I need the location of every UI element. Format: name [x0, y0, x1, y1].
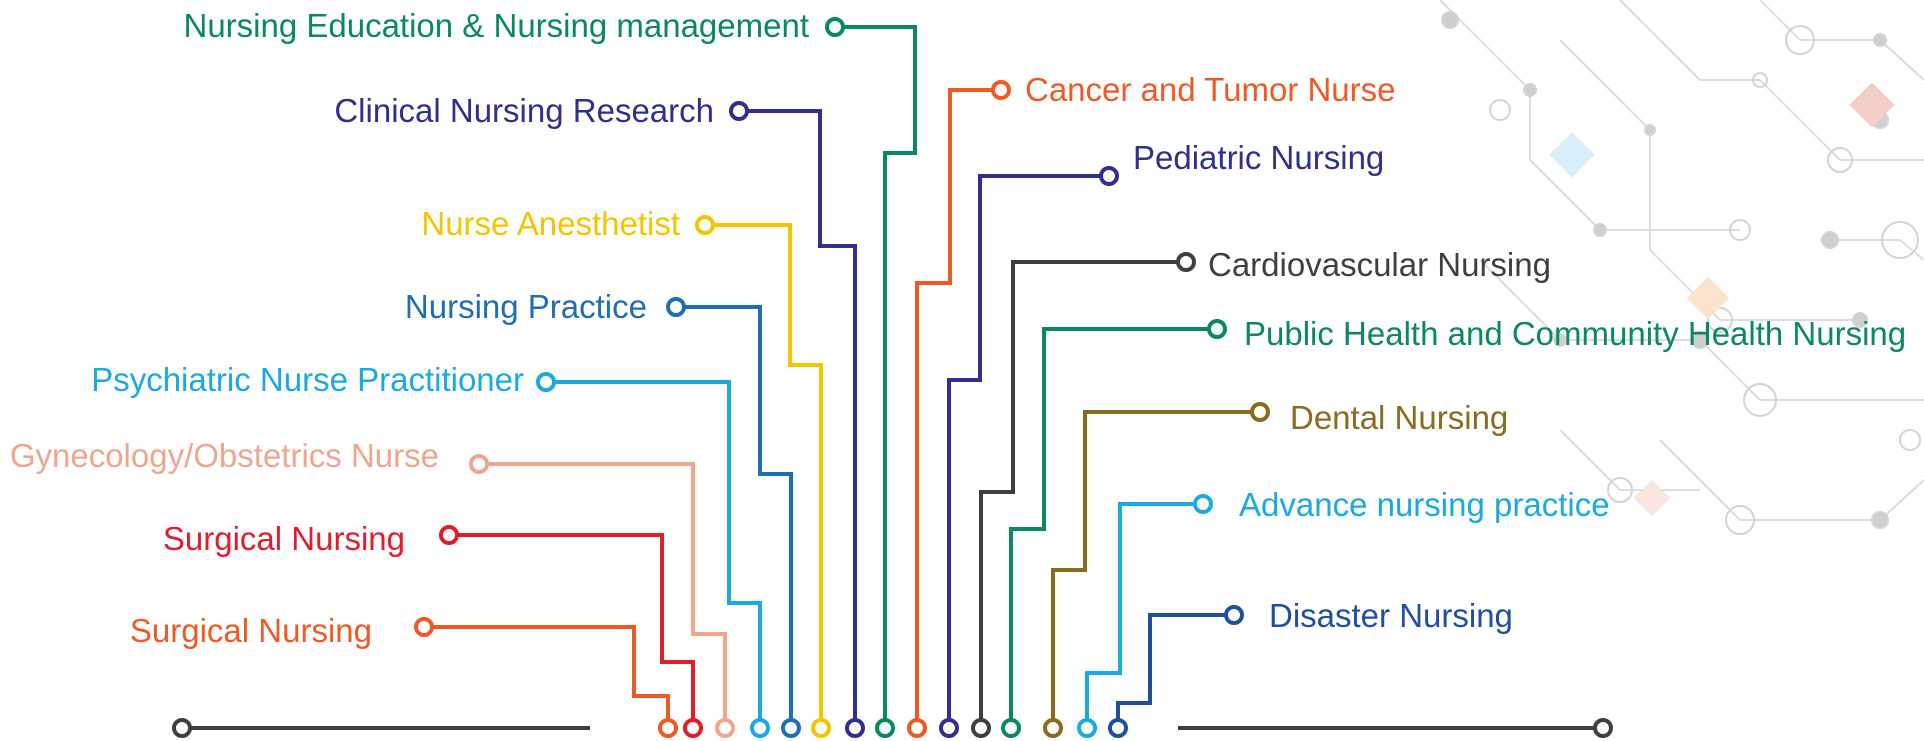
connector-end-dot: [825, 17, 845, 37]
connector-base-dot: [1108, 718, 1128, 738]
left-topic-label: Surgical Nursing: [129, 612, 372, 649]
connector-line: [684, 305, 793, 720]
connector-end-dot: [536, 372, 556, 392]
right-topic-label: Advance nursing practice: [1239, 486, 1610, 523]
connector-line: [979, 260, 1178, 720]
connector-base-dot: [939, 718, 959, 738]
connector-end-dot: [1224, 605, 1244, 625]
connector-end-dot: [1193, 494, 1213, 514]
connector-end-dot: [666, 297, 686, 317]
right-topic-label: Pediatric Nursing: [1133, 139, 1385, 176]
connector-line: [432, 625, 670, 720]
connector-line: [915, 88, 993, 720]
base-line-end-dot: [172, 718, 192, 738]
left-topic-label: Clinical Nursing Research: [334, 92, 714, 129]
right-topic-label: Cardiovascular Nursing: [1208, 246, 1551, 283]
connector-base-dot: [907, 718, 927, 738]
connector-base-dot: [971, 718, 991, 738]
connector-end-dot: [729, 101, 749, 121]
connector-line: [843, 25, 917, 720]
connector-end-dot: [414, 617, 434, 637]
connector-line: [1051, 410, 1252, 720]
connector-end-dot: [991, 80, 1011, 100]
connector-end-dot: [1250, 402, 1270, 422]
connector-base-dot: [1043, 718, 1063, 738]
connector-base-dot: [750, 718, 770, 738]
connector-end-dot: [439, 525, 459, 545]
connector-base-dot: [715, 718, 735, 738]
connector-line: [1009, 327, 1209, 720]
connector-end-dot: [1176, 252, 1196, 272]
connector-end-dot: [469, 454, 489, 474]
connector-base-dot: [875, 718, 895, 738]
connector-base-dot: [845, 718, 865, 738]
connector-base-dot: [1001, 718, 1021, 738]
connector-line: [947, 174, 1101, 720]
left-topic-label: Nursing Practice: [404, 288, 647, 325]
connector-line: [747, 109, 857, 720]
connector-base-dot: [811, 718, 831, 738]
left-topic-label: Gynecology/Obstetrics Nurse: [9, 437, 439, 474]
left-topic-label: Nursing Education & Nursing management: [183, 7, 809, 44]
connector-line: [487, 462, 727, 720]
connector-base-dot: [658, 718, 678, 738]
right-topic-label: Cancer and Tumor Nurse: [1025, 71, 1396, 108]
connector-line: [1085, 502, 1195, 720]
left-topic-label: Psychiatric Nurse Practitioner: [91, 361, 524, 398]
connector-end-dot: [1099, 166, 1119, 186]
right-topic-label: Disaster Nursing: [1269, 597, 1513, 634]
connector-line: [1116, 613, 1226, 720]
right-topic-label: Public Health and Community Health Nursi…: [1244, 315, 1907, 352]
right-topic-label: Dental Nursing: [1290, 399, 1509, 436]
connector-line: [554, 380, 762, 720]
left-topic-label: Nurse Anesthetist: [421, 205, 680, 242]
connector-line: [713, 223, 823, 720]
connector-base-dot: [781, 718, 801, 738]
connector-base-dot: [683, 718, 703, 738]
connector-end-dot: [1207, 319, 1227, 339]
connector-base-dot: [1077, 718, 1097, 738]
connector-end-dot: [695, 215, 715, 235]
base-line-end-dot: [1593, 718, 1613, 738]
connector-line: [457, 533, 695, 720]
left-topic-label: Surgical Nursing: [162, 520, 405, 557]
